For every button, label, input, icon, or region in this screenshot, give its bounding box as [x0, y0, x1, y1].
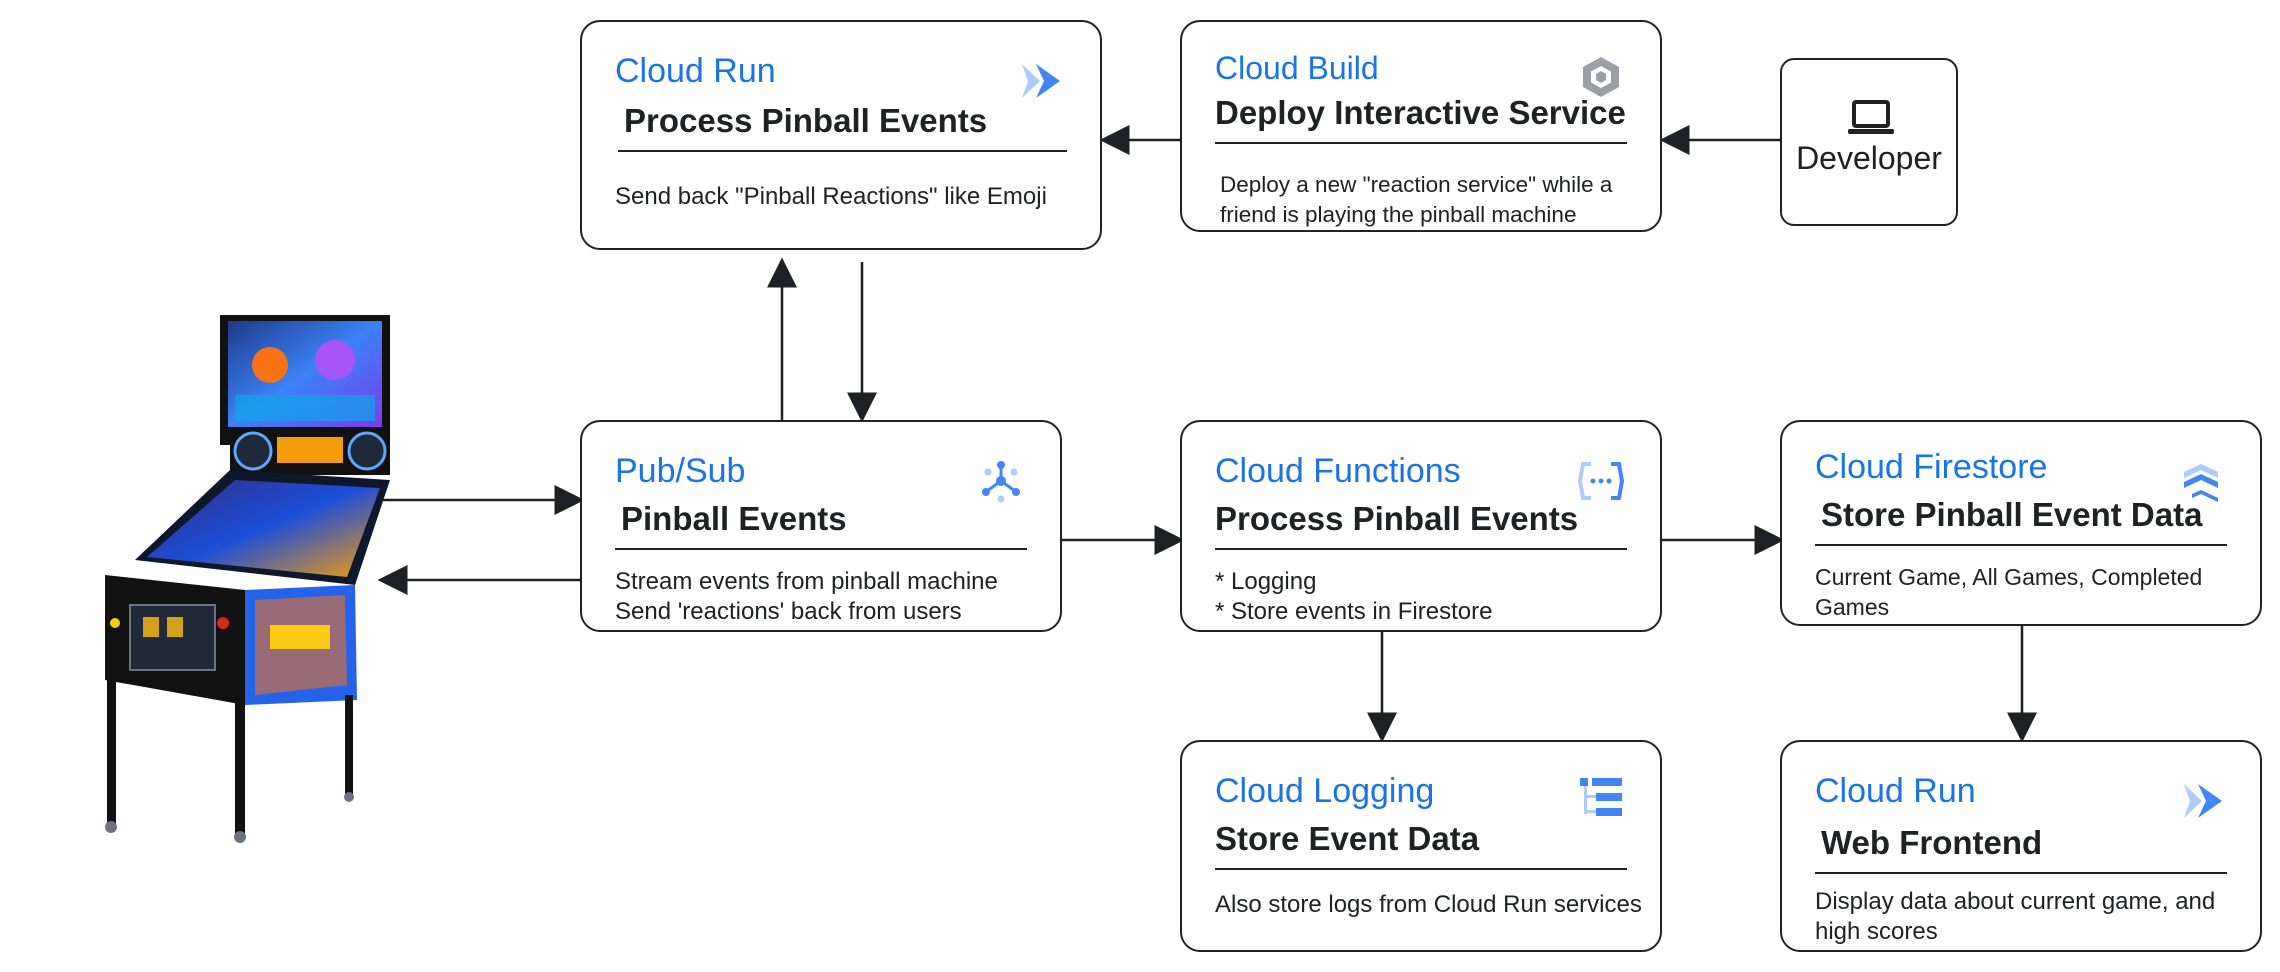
service-name: Cloud Run	[615, 52, 776, 90]
cloud-functions-icon	[1578, 462, 1624, 500]
developer-label: Developer	[1796, 140, 1942, 176]
card-cloud-logging: Cloud Logging Store Event Data Also stor…	[1180, 740, 1662, 952]
service-name: Cloud Firestore	[1815, 448, 2048, 486]
cloud-logging-icon	[1580, 778, 1622, 816]
card-cloud-build: Cloud Build Deploy Interactive Service D…	[1180, 20, 1662, 232]
cloud-run-icon	[1022, 64, 1060, 98]
card-description: Stream events from pinball machine Send …	[615, 568, 998, 625]
laptop-icon	[1848, 100, 1894, 134]
card-title: Pinball Events	[615, 500, 1027, 550]
service-name: Cloud Functions	[1215, 452, 1461, 490]
card-cloud-functions: Cloud Functions Process Pinball Events *…	[1180, 420, 1662, 632]
card-description: Display data about current game, and hig…	[1815, 888, 2216, 945]
card-title: Process Pinball Events	[618, 102, 1067, 152]
developer-box: Developer	[1780, 58, 1958, 226]
card-cloud-run-process: Cloud Run Process Pinball Events Send ba…	[580, 20, 1102, 250]
service-name: Cloud Build	[1215, 50, 1379, 86]
pinball-machine-image	[105, 315, 390, 843]
card-description: Deploy a new "reaction service" while a …	[1220, 172, 1613, 227]
cloud-run-icon	[2184, 784, 2222, 818]
pubsub-icon	[982, 461, 1020, 503]
service-name: Pub/Sub	[615, 452, 746, 490]
card-description: Also store logs from Cloud Run services	[1215, 891, 1642, 918]
cloud-firestore-icon	[2184, 464, 2218, 502]
card-title: Store Pinball Event Data	[1815, 496, 2227, 546]
card-description: * Logging * Store events in Firestore	[1215, 568, 1493, 625]
service-name: Cloud Logging	[1215, 772, 1435, 810]
card-title: Process Pinball Events	[1215, 500, 1627, 550]
card-title: Deploy Interactive Service	[1215, 94, 1627, 144]
card-title: Store Event Data	[1215, 820, 1627, 870]
card-description: Send back "Pinball Reactions" like Emoji	[615, 183, 1047, 210]
cloud-build-icon	[1583, 57, 1619, 97]
card-pubsub: Pub/Sub Pinball Events Stream events fro…	[580, 420, 1062, 632]
card-title: Web Frontend	[1815, 824, 2227, 874]
service-name: Cloud Run	[1815, 772, 1976, 810]
card-cloud-firestore: Cloud Firestore Store Pinball Event Data…	[1780, 420, 2262, 626]
card-description: Current Game, All Games, Completed Games	[1815, 564, 2203, 620]
card-cloud-run-web: Cloud Run Web Frontend Display data abou…	[1780, 740, 2262, 952]
